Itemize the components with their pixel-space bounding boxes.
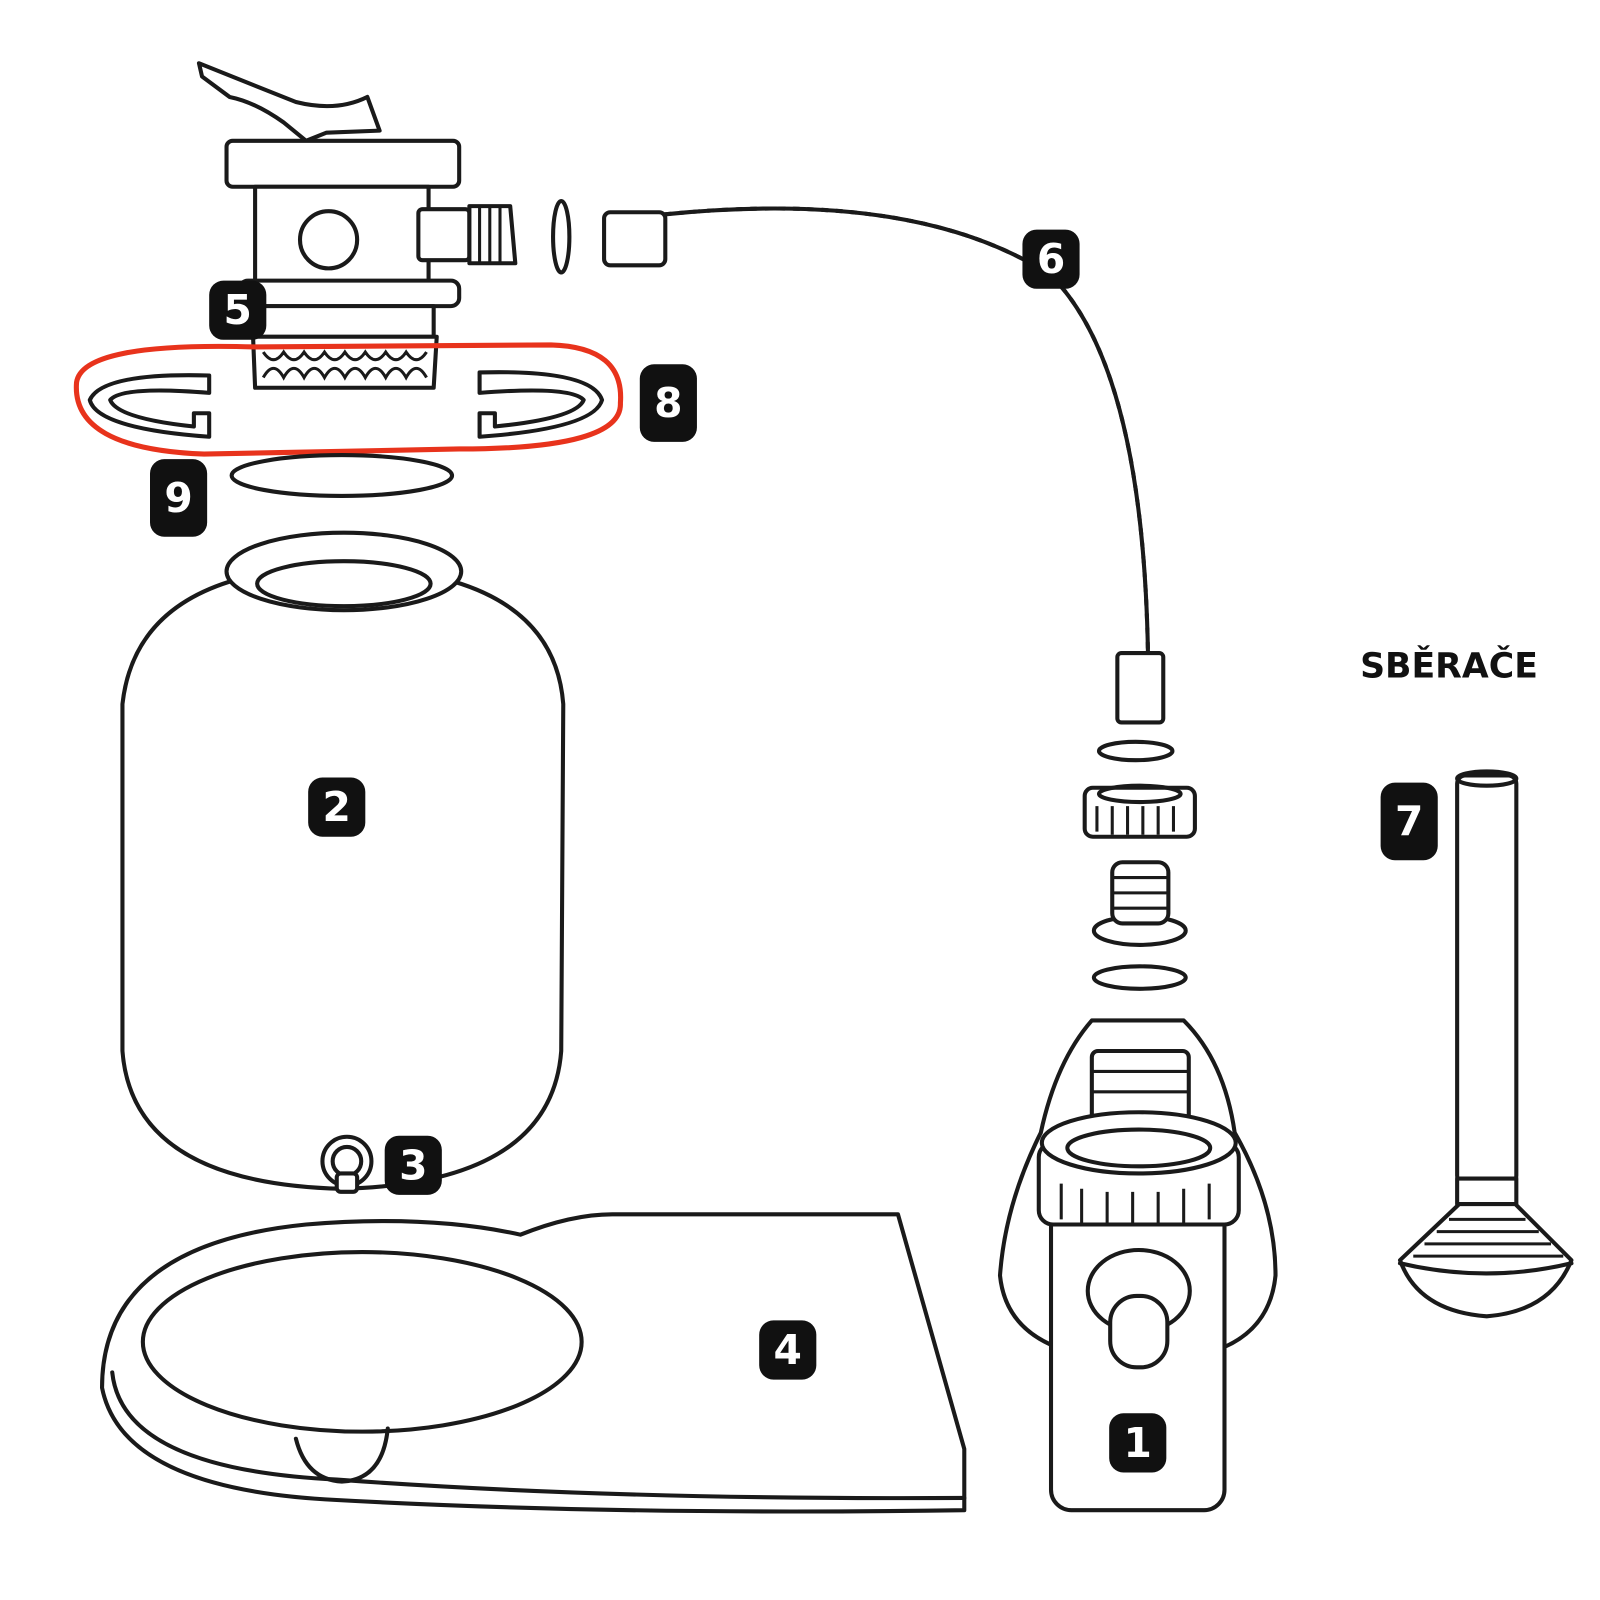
- connecting-hose: [602, 206, 1166, 725]
- hose-seal: [551, 198, 572, 275]
- callout-1: 1: [1109, 1413, 1167, 1473]
- pump-fittings: [1082, 739, 1197, 991]
- callout-2: 2: [308, 777, 366, 837]
- callout-3: 3: [384, 1135, 442, 1195]
- svg-text:7: 7: [1395, 797, 1423, 845]
- callout-8: 8: [639, 364, 697, 442]
- base-stand: [100, 1212, 967, 1514]
- callout-7: 7: [1380, 782, 1438, 861]
- highlight-outline: [73, 342, 624, 457]
- section-label: SBĚRAČE: [1360, 645, 1538, 687]
- svg-text:3: 3: [399, 1141, 427, 1189]
- o-ring: [229, 453, 455, 498]
- svg-text:6: 6: [1037, 235, 1065, 283]
- drain-plug: [320, 1134, 374, 1194]
- svg-text:8: 8: [654, 379, 682, 427]
- callout-6: 6: [1022, 229, 1080, 289]
- callout-9: 9: [150, 459, 208, 537]
- callout-4: 4: [759, 1320, 817, 1380]
- pump: [997, 1018, 1278, 1513]
- svg-text:5: 5: [224, 286, 252, 334]
- callout-5: 5: [209, 280, 267, 340]
- filter-tank: [120, 530, 566, 1191]
- lateral-skimmer: [1397, 769, 1574, 1319]
- tank-clamp: [87, 370, 605, 439]
- svg-text:2: 2: [323, 783, 351, 831]
- svg-text:4: 4: [774, 1326, 802, 1374]
- svg-text:9: 9: [164, 474, 192, 522]
- svg-text:1: 1: [1124, 1419, 1152, 1467]
